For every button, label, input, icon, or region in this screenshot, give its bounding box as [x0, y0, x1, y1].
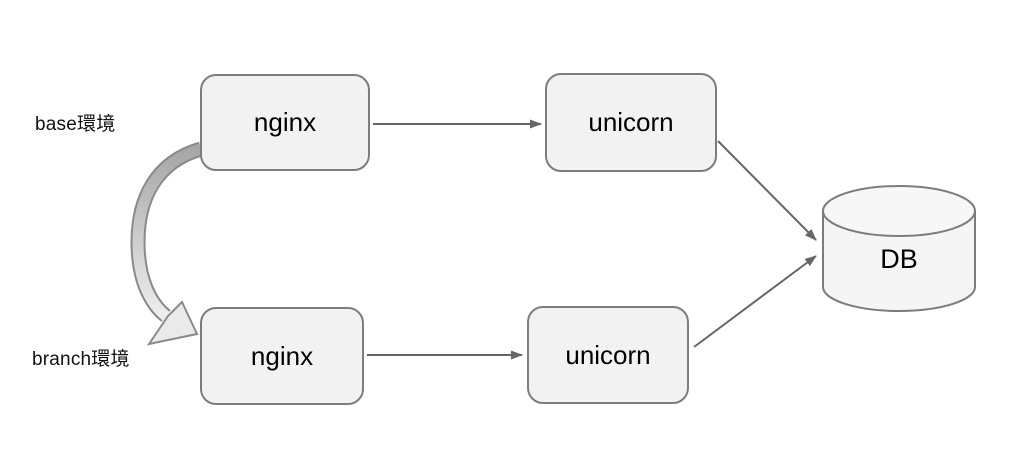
arrow-unicorn-branch-to-db: [693, 255, 817, 348]
node-nginx-base: nginx: [200, 74, 370, 171]
arrow-unicorn-base-to-db: [717, 140, 817, 241]
label-branch-environment: branch環境: [32, 349, 130, 370]
node-nginx-base-label: nginx: [253, 107, 317, 137]
curved-arrow-band: [132, 143, 203, 321]
curved-arrow-head: [146, 300, 199, 346]
node-nginx-branch: nginx: [200, 307, 364, 405]
db-label: DB: [880, 243, 918, 274]
db-cylinder-body: [822, 210, 976, 312]
node-unicorn-branch-label: unicorn: [565, 339, 651, 370]
db-cylinder: [822, 185, 976, 312]
node-unicorn-base: unicorn: [545, 73, 717, 172]
node-unicorn-branch: unicorn: [527, 306, 689, 404]
node-nginx-branch-label: nginx: [250, 340, 314, 371]
db-cylinder-top: [822, 185, 976, 237]
curved-arrow-base-to-branch: [130, 141, 204, 346]
node-unicorn-base-label: unicorn: [588, 107, 674, 137]
label-base-environment: base環境: [35, 114, 116, 135]
